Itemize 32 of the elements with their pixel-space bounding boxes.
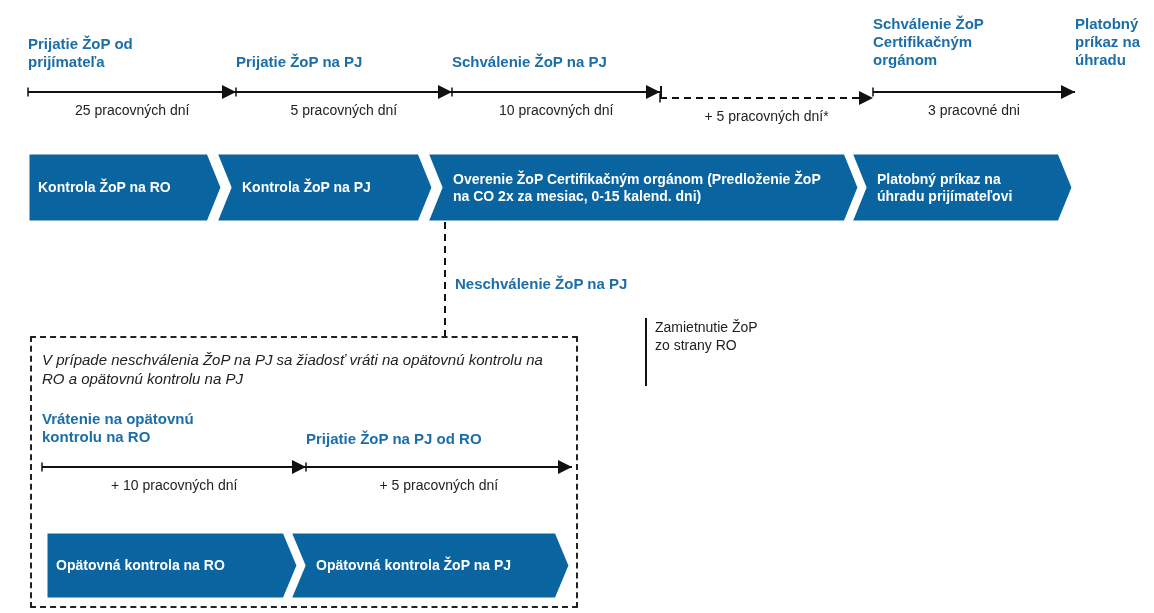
process-step-banner: Overenie ŽoP Certifikačným orgánom (Predloženie ŽoP na CO 2x za mesiac, 0-15 kalend. dni)	[427, 153, 859, 222]
process-step-banner: Kontrola ŽoP na RO	[28, 153, 222, 222]
process-step-banner: Platobný príkaz na úhradu prijímateľovi	[851, 153, 1073, 222]
duration-label: + 5 pracovných dní	[377, 477, 501, 493]
dashed-group-box	[30, 336, 578, 608]
note-text: V prípade neschválenia ŽoP na PJ sa žiadosť vráti na opätovnú kontrolu na RO a opätovnú kontrolu na PJ	[42, 350, 544, 388]
duration-label: + 10 pracovných dní	[109, 477, 240, 493]
milestone-heading: Prijatie ŽoP na PJ	[236, 53, 416, 92]
timeline-arrow	[872, 85, 1076, 99]
timeline-arrow	[27, 85, 237, 99]
milestone-heading: Prijatie ŽoP od prijímateľa	[28, 35, 198, 92]
timeline-arrow	[451, 85, 661, 99]
duration-label: 3 pracovné dni	[926, 102, 1022, 118]
duration-label: + 5 pracovných dní*	[702, 108, 831, 124]
timeline-arrow	[235, 85, 453, 99]
process-step-banner: Opätovná kontrola ŽoP na PJ	[290, 532, 570, 599]
edge-label: Neschválenie ŽoP na PJ	[453, 275, 630, 292]
duration-label: 5 pracovných dní	[288, 102, 400, 118]
process-step-banner: Kontrola ŽoP na PJ	[216, 153, 433, 222]
tick-mark	[660, 86, 662, 98]
milestone-heading: Platobný príkaz na úhradu	[1075, 15, 1154, 92]
process-step-banner: Opätovná kontrola na RO	[46, 532, 298, 599]
note-text: Zamietnutie ŽoP zo strany RO	[645, 318, 765, 386]
timeline-arrow	[305, 460, 573, 474]
milestone-heading: Prijatie ŽoP na PJ od RO	[306, 430, 536, 467]
duration-label: 10 pracovných dní	[497, 102, 616, 118]
timeline-arrow	[41, 460, 307, 474]
timeline-arrow	[659, 91, 874, 105]
milestone-heading: Schválenie ŽoP na PJ	[452, 53, 642, 92]
duration-label: 25 pracovných dní	[73, 102, 192, 118]
milestone-heading: Schválenie ŽoP Certifikačným orgánom	[873, 15, 1023, 92]
milestone-heading: Vrátenie na opätovnú kontrolu na RO	[42, 410, 242, 467]
